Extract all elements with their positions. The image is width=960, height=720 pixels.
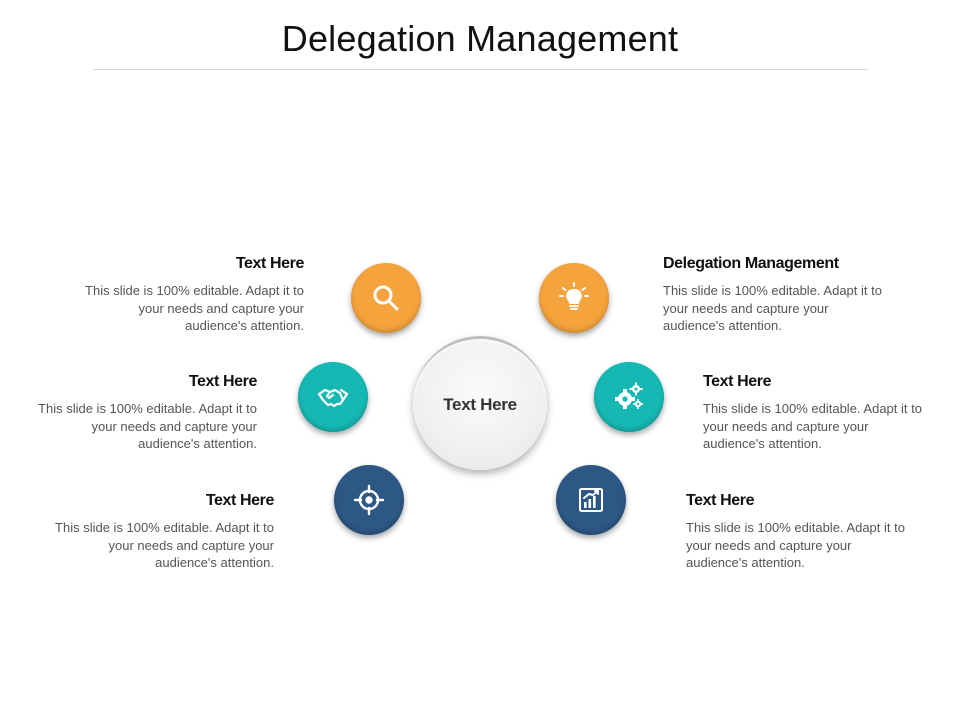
item-description: This slide is 100% editable. Adapt it to… [663, 283, 882, 333]
item-description: This slide is 100% editable. Adapt it to… [38, 401, 257, 451]
item-heading: Text Here [188, 373, 258, 390]
item-heading: Text Here [235, 255, 305, 272]
slide-title: Delegation Management [281, 18, 679, 59]
item-heading: Text Here [205, 492, 275, 509]
item-block-top-right: Delegation Management This slide is 100%… [663, 255, 893, 335]
node-target [334, 465, 404, 535]
node-search [351, 263, 421, 333]
item-block-top-left: Text Here This slide is 100% editable. A… [74, 255, 304, 335]
target-icon [353, 484, 385, 516]
item-description: This slide is 100% editable. Adapt it to… [55, 520, 274, 570]
gears-icon [615, 382, 643, 409]
search-icon [373, 285, 399, 311]
node-bar-chart [556, 465, 626, 535]
lightbulb-icon [559, 282, 589, 310]
item-heading: Text Here [703, 373, 772, 390]
item-block-middle-right: Text Here This slide is 100% editable. A… [703, 373, 933, 453]
item-block-middle-left: Text Here This slide is 100% editable. A… [27, 373, 257, 453]
node-lightbulb [539, 263, 609, 333]
bar-chart-icon [579, 488, 603, 512]
item-heading: Text Here [686, 492, 755, 509]
item-heading: Delegation Management [663, 255, 839, 272]
item-description: This slide is 100% editable. Adapt it to… [686, 520, 905, 570]
item-description: This slide is 100% editable. Adapt it to… [85, 283, 304, 333]
item-block-bottom-left: Text Here This slide is 100% editable. A… [44, 492, 274, 572]
node-handshake [298, 362, 368, 432]
title-divider [93, 69, 868, 70]
handshake-icon [317, 388, 349, 408]
item-description: This slide is 100% editable. Adapt it to… [703, 401, 922, 451]
node-gears [594, 362, 664, 432]
item-block-bottom-right: Text Here This slide is 100% editable. A… [686, 492, 916, 572]
center-hub: Text Here [413, 336, 547, 470]
hub-label: Text Here [443, 395, 517, 414]
